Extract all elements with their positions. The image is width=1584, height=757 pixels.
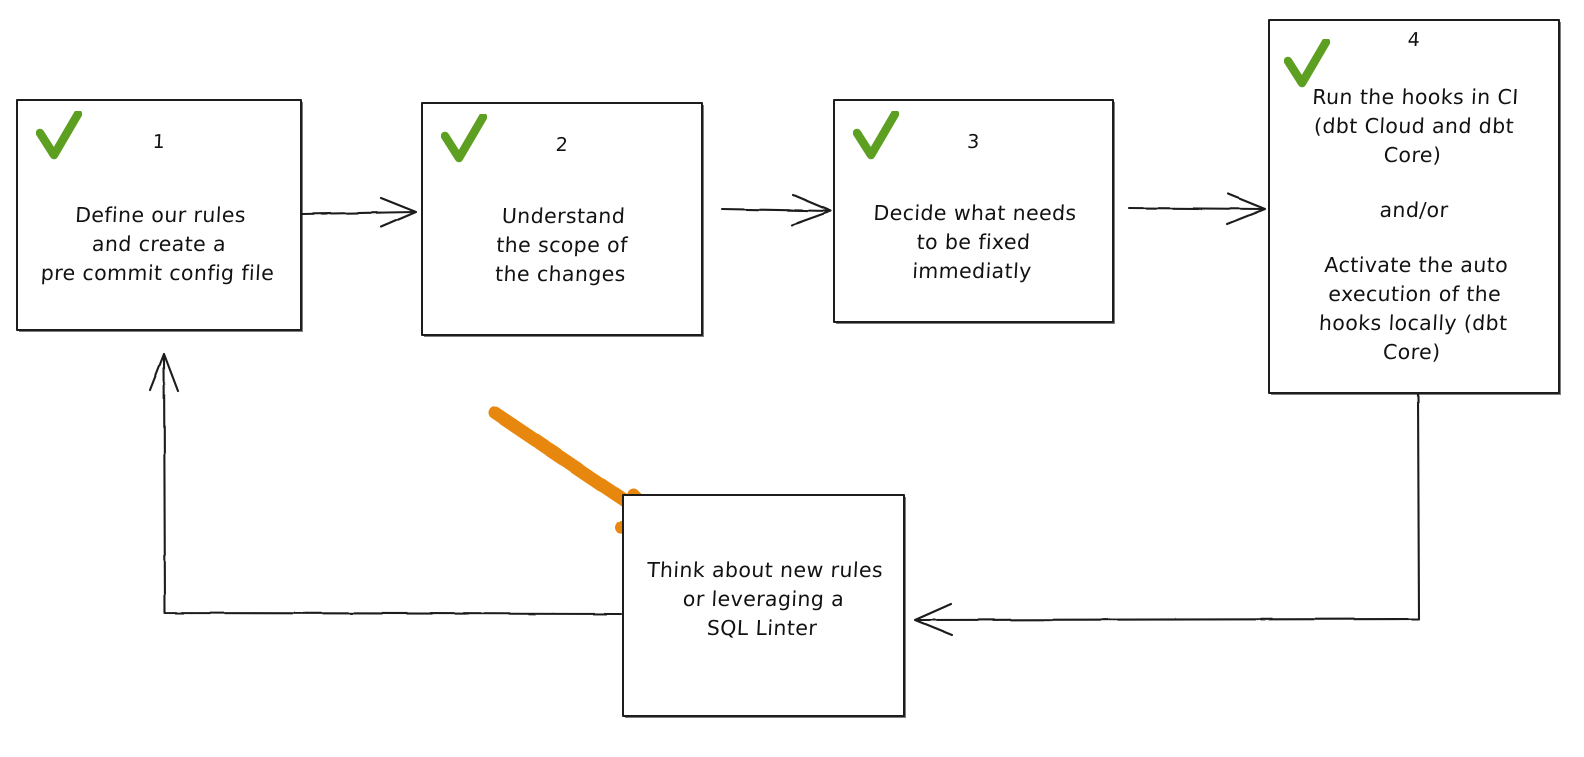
step-number-2: 2 xyxy=(555,134,569,156)
node-text-step-4-block-3: Activate the auto execution of the hooks… xyxy=(1318,253,1509,365)
arrow-step4-to-loopbox xyxy=(913,392,1421,637)
step-number-4: 4 xyxy=(1407,29,1421,51)
node-text-loop-box: Think about new rules or leveraging a SQ… xyxy=(646,558,884,641)
node-step-4[interactable]: 4 Run the hooks in CI (dbt Cloud and dbt… xyxy=(1268,19,1560,394)
node-text-step-4-block-1: Run the hooks in CI (dbt Cloud and dbt C… xyxy=(1311,85,1520,168)
arrow-loopbox-to-step1 xyxy=(148,352,623,616)
node-text-step-1: Define our rules and create a pre commit… xyxy=(40,203,275,286)
arrow-step1-to-step2 xyxy=(300,196,418,229)
green-check-icon xyxy=(853,111,899,160)
node-step-1[interactable]: 1 Define our rules and create a pre comm… xyxy=(16,99,302,331)
node-text-step-4-block-2: and/or xyxy=(1378,198,1450,223)
step-number-3: 3 xyxy=(966,131,981,153)
node-loop-box[interactable]: Think about new rules or leveraging a SQ… xyxy=(622,494,905,717)
node-step-2[interactable]: 2 Understand the scope of the changes xyxy=(421,102,703,336)
green-check-icon xyxy=(36,111,82,160)
step-number-1: 1 xyxy=(152,131,166,153)
green-check-icon xyxy=(441,114,487,163)
node-text-step-2: Understand the scope of the changes xyxy=(494,204,629,287)
node-text-step-3: Decide what needs to be fixed immediatly xyxy=(872,201,1078,284)
arrow-step2-to-step3 xyxy=(720,193,833,227)
green-check-icon xyxy=(1284,39,1330,88)
node-step-3[interactable]: 3 Decide what needs to be fixed immediat… xyxy=(833,99,1114,323)
arrow-step3-to-step4 xyxy=(1127,192,1267,226)
